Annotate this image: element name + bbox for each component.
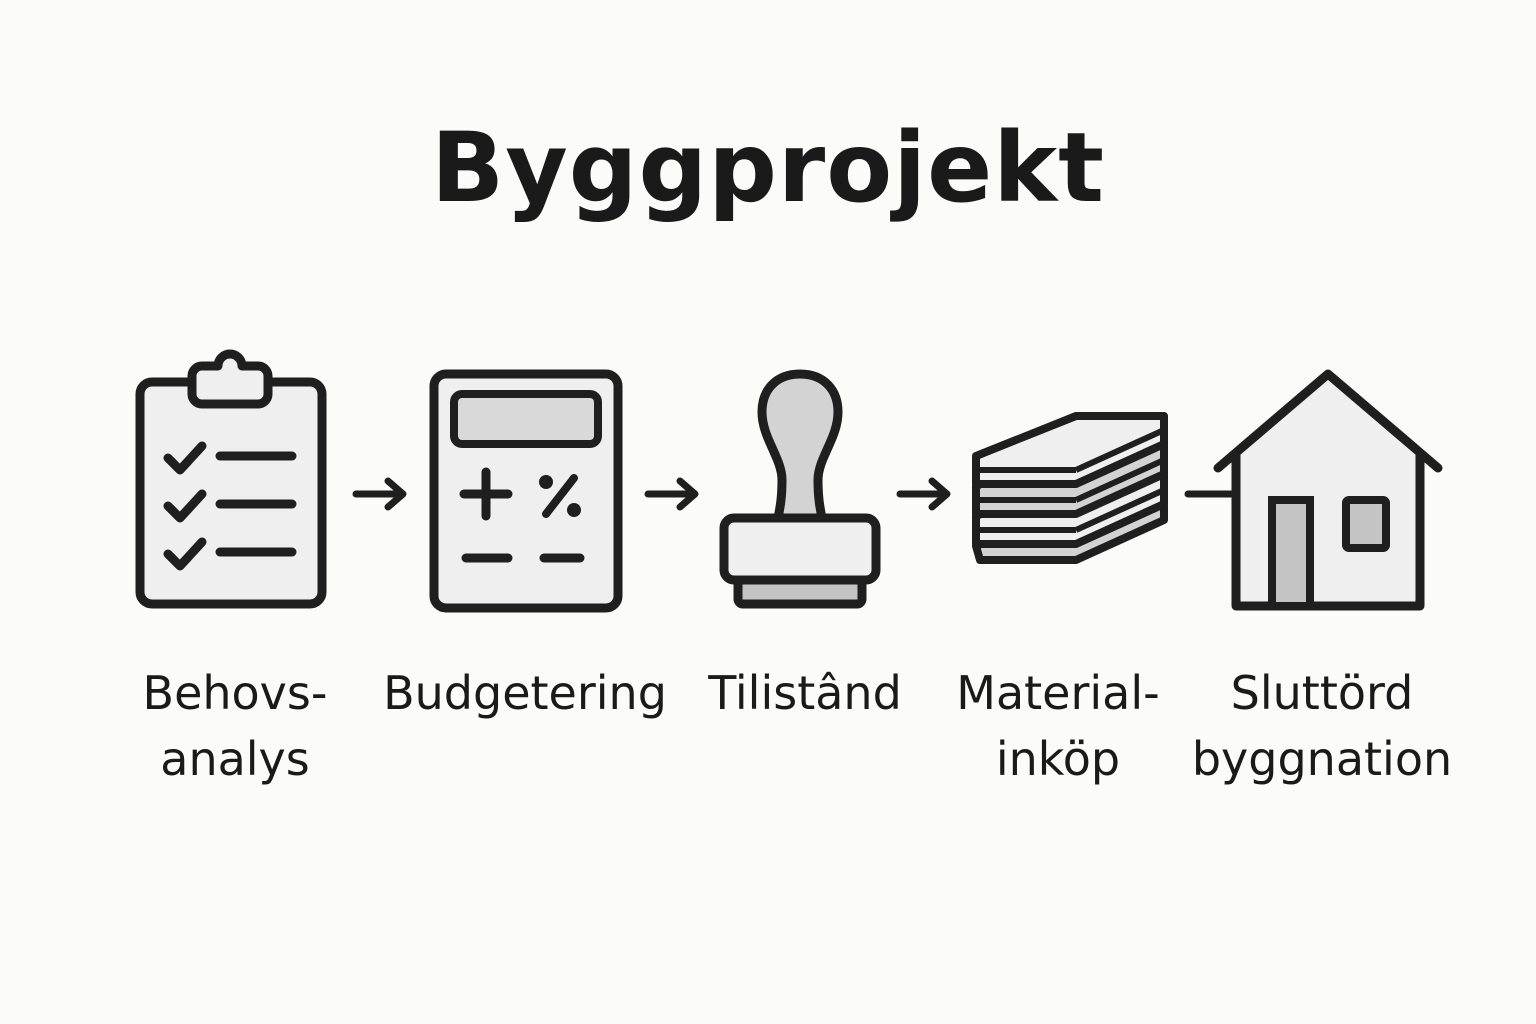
arrow-right-icon	[352, 477, 407, 511]
arrow-right-icon	[644, 477, 699, 511]
page-title: Byggprojekt	[431, 112, 1105, 224]
material-stack-icon	[972, 412, 1168, 564]
clipboard-checklist-icon	[135, 349, 327, 609]
step-label-materialinkop: Material- inköp	[956, 666, 1160, 786]
stamp-icon	[719, 369, 881, 609]
step-label-slutford-byggnation: Sluttörd byggnation	[1191, 666, 1453, 786]
step-label-behovsanalys: Behovs- analys	[142, 666, 328, 786]
connector-line	[1184, 490, 1240, 498]
arrow-right-icon	[896, 477, 951, 511]
calculator-icon	[429, 369, 623, 613]
house-icon	[1213, 369, 1443, 611]
step-label-budgetering: Budgetering	[383, 666, 667, 720]
step-label-tilistand: Tilistând	[708, 666, 902, 720]
